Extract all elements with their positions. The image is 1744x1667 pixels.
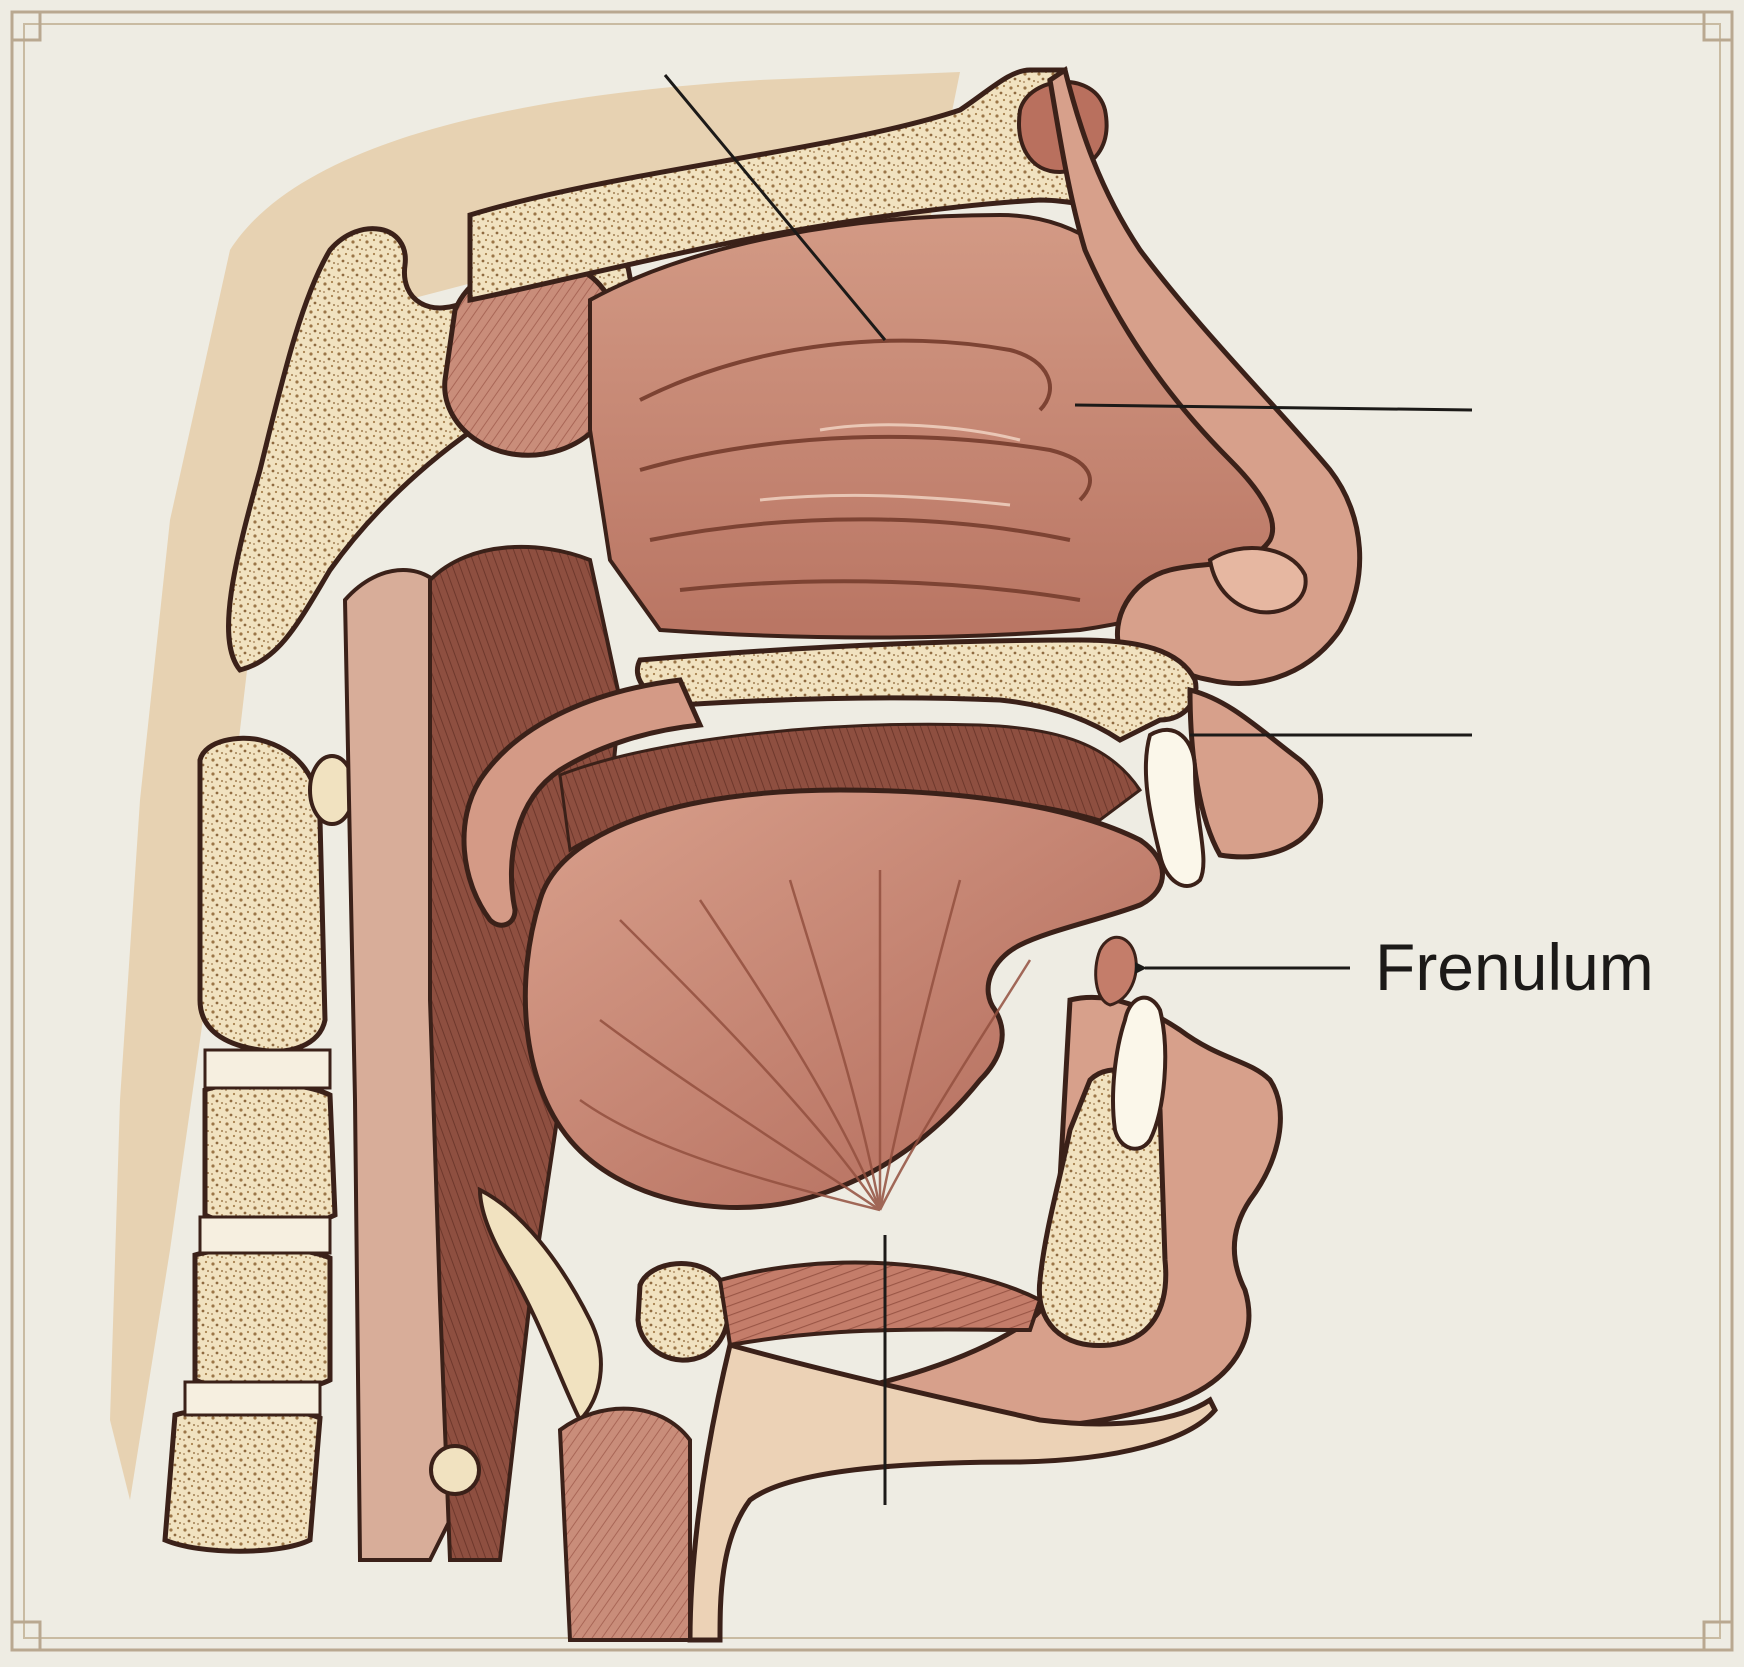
frenulum-label: Frenulum	[1375, 930, 1654, 1004]
vertebra-c4	[195, 1248, 330, 1391]
intervertebral-disc	[200, 1217, 330, 1253]
hyoid-bone	[638, 1264, 728, 1361]
intervertebral-disc	[185, 1382, 320, 1415]
vertebral-body-ring	[431, 1446, 479, 1494]
vertebra-c5	[165, 1408, 320, 1551]
larynx	[560, 1409, 690, 1640]
vertebra-c2	[200, 738, 325, 1051]
vertebra-c3	[205, 1083, 335, 1228]
intervertebral-disc	[205, 1050, 330, 1088]
